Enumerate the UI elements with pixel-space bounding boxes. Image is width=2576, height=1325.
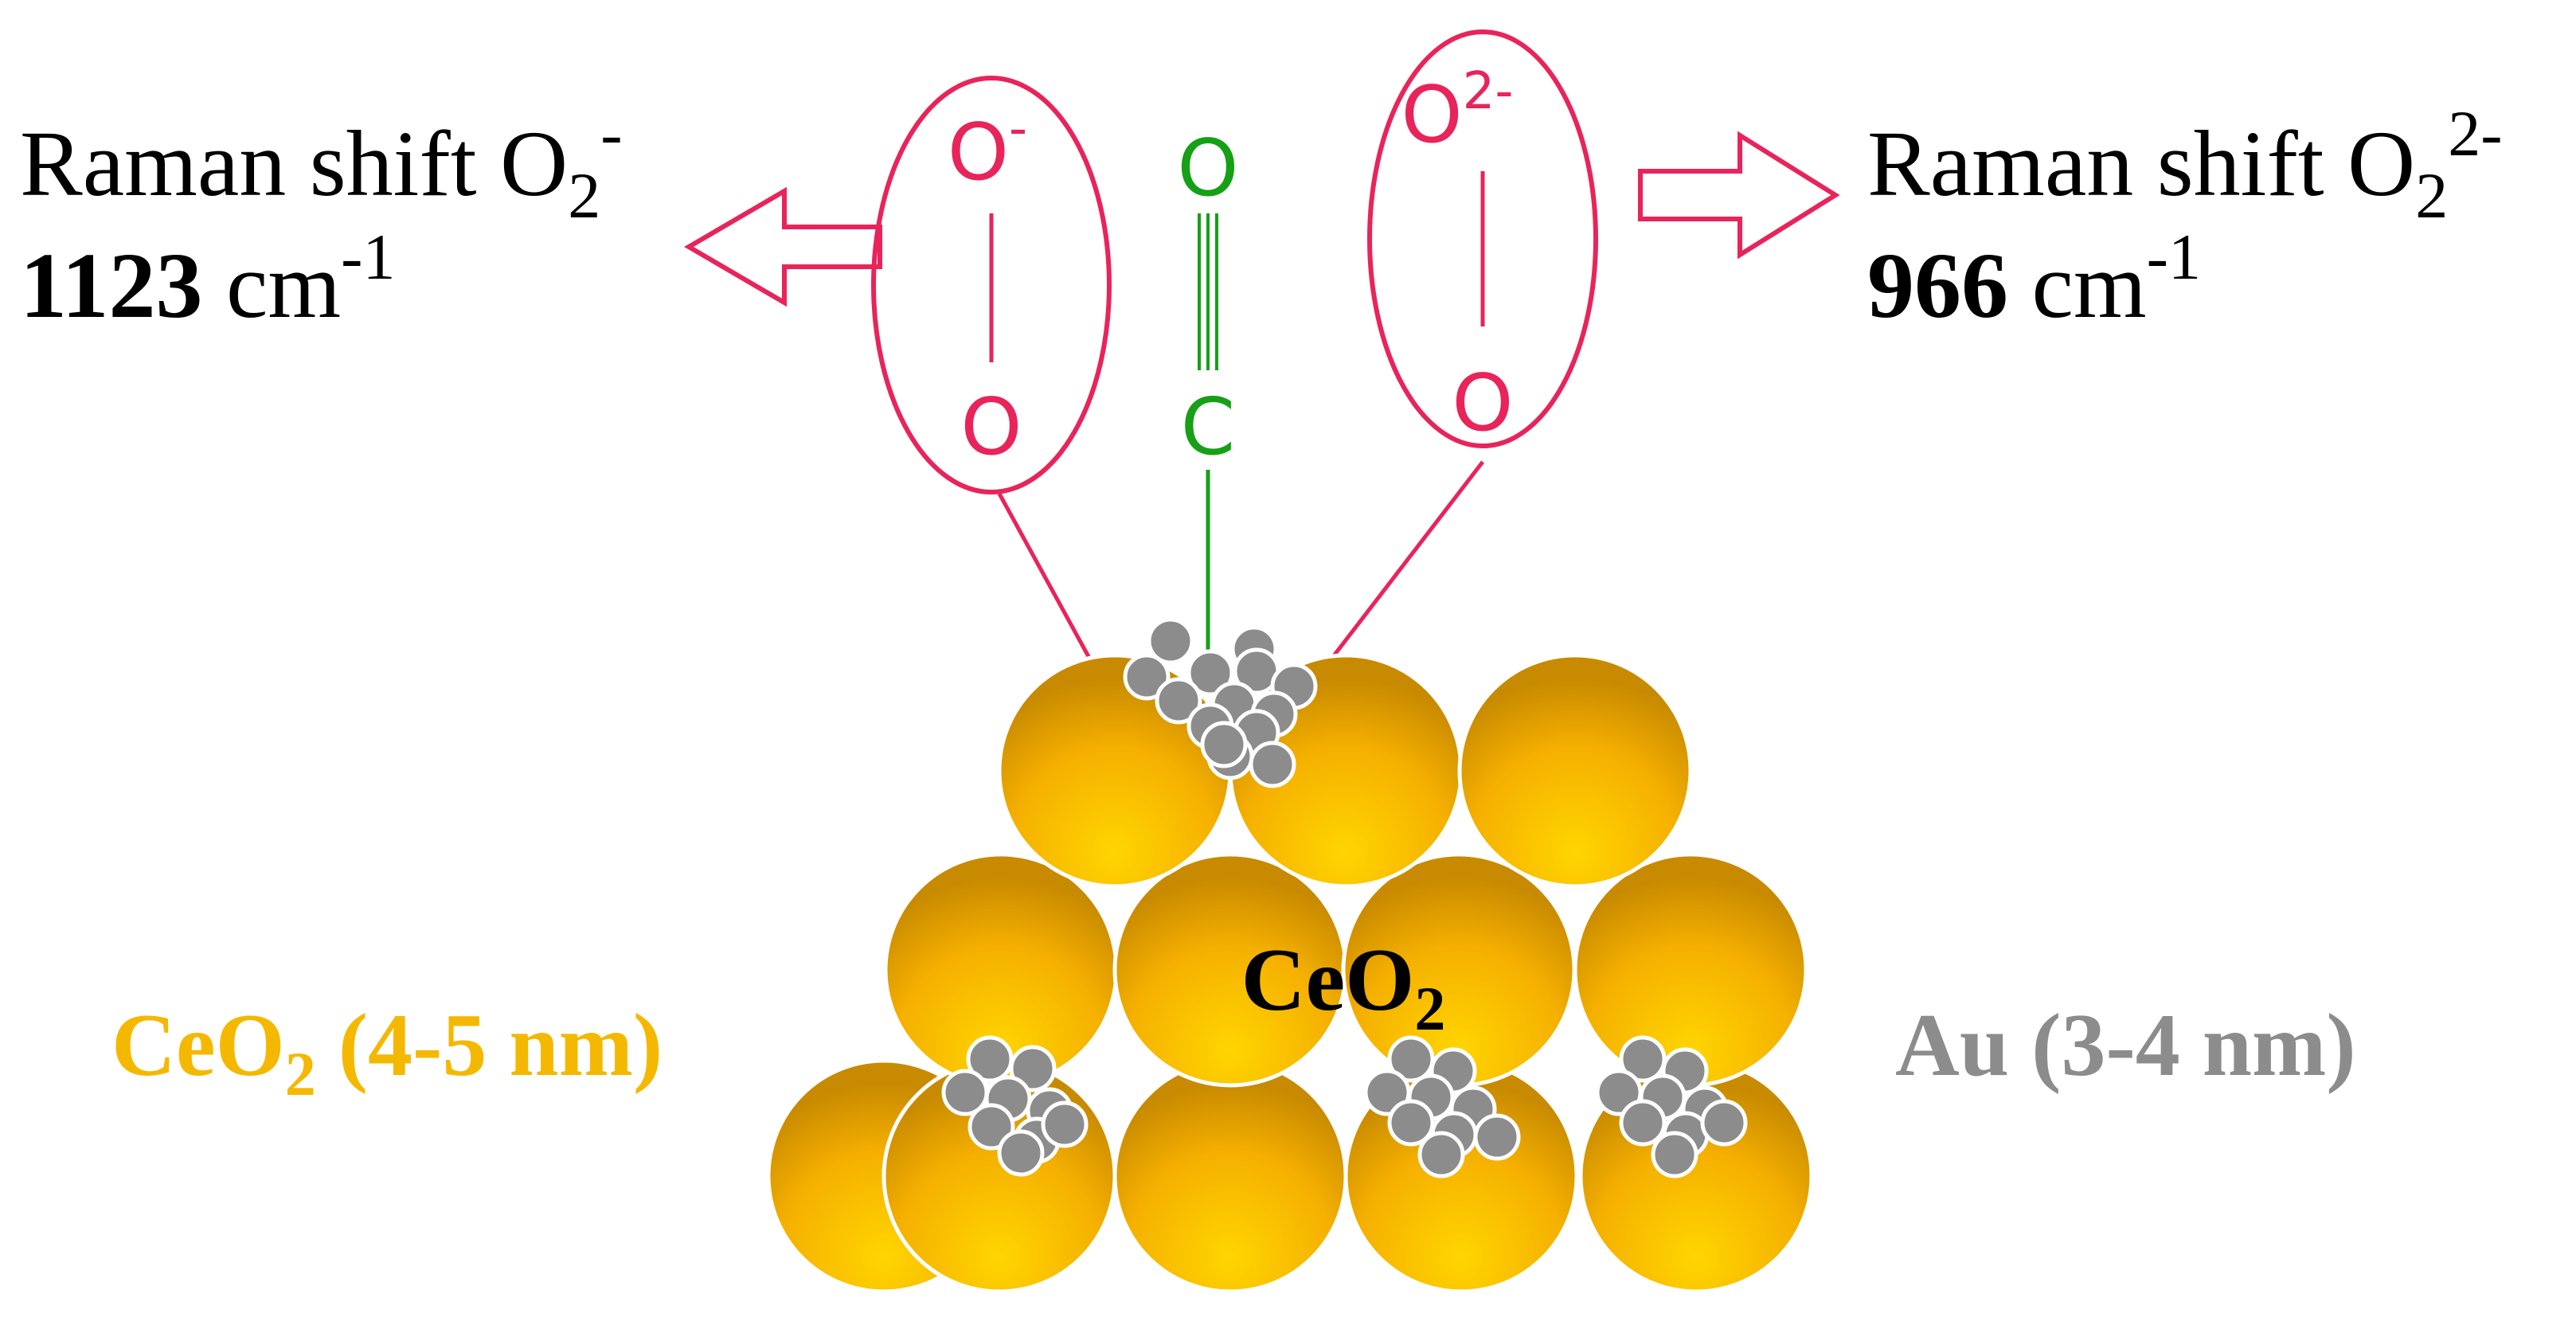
left-raman-annotation: Raman shift O2- 1123 cm-1 [20,97,623,338]
gold-cluster-bottom-middle [1363,1035,1521,1178]
peroxide-connector [1328,460,1484,662]
carbon-monoxide-molecule: O C [1177,123,1238,473]
gold-atom [1147,617,1194,665]
gold-cluster-bottom-left [941,1035,1089,1177]
gold-atom [1473,1113,1521,1161]
gold-atom [1700,1099,1748,1147]
gold-atom [1387,1099,1435,1147]
peroxide-bottom-oxygen: O [1452,358,1513,449]
gold-atom [1123,653,1171,701]
left-arrow-icon [684,186,882,307]
right-raman-annotation: Raman shift O22- 966 cm-1 [1867,97,2503,338]
gold-clusters [941,617,1748,1178]
gold-size-legend: Au (3-4 nm) [1895,996,2356,1095]
gold-cluster-top [1123,617,1318,788]
superoxide-ellipse [871,76,1112,494]
ceria-center-label: CeO2 [1241,931,1446,1043]
gold-atom [1417,1131,1465,1178]
gold-atom [1651,1131,1698,1178]
co-carbon-atom: C [1181,382,1235,473]
gold-atom [967,1103,1015,1151]
gold-atom [1619,1035,1667,1083]
gold-atom [1041,1100,1089,1148]
gold-atom [1009,1045,1057,1092]
superoxide-bottom-oxygen: O [960,382,1022,473]
gold-atom [1186,649,1234,697]
right-arrow-icon [1638,131,1840,260]
co-oxygen-atom: O [1177,123,1238,214]
superoxide-raman-label: Raman shift O2- [20,97,623,232]
superoxide-adsorbate: O- O [871,76,1112,494]
ceria-particle [1112,1058,1348,1294]
ceria-particle [1457,653,1693,889]
gold-cluster-bottom-right [1595,1035,1748,1178]
gold-atom [1249,741,1296,788]
superoxide-raman-value: 1123 cm-1 [20,221,395,338]
gold-atom [966,1035,1014,1083]
peroxide-adsorbate: O2- O [1367,29,1598,449]
gold-atom [1200,721,1248,768]
peroxide-raman-value: 966 cm-1 [1867,221,2201,338]
gold-atom [1387,1035,1435,1083]
superoxide-connector [997,492,1093,662]
gold-atom [1155,677,1202,725]
gold-atom [997,1129,1045,1177]
superoxide-top-oxygen: O- [948,100,1027,198]
peroxide-ellipse [1367,29,1598,448]
gold-atom [1619,1099,1667,1147]
peroxide-raman-label: Raman shift O22- [1867,97,2503,232]
ceria-size-legend: CeO2 (4-5 nm) [111,996,663,1108]
peroxide-top-oxygen: O2- [1401,62,1514,161]
